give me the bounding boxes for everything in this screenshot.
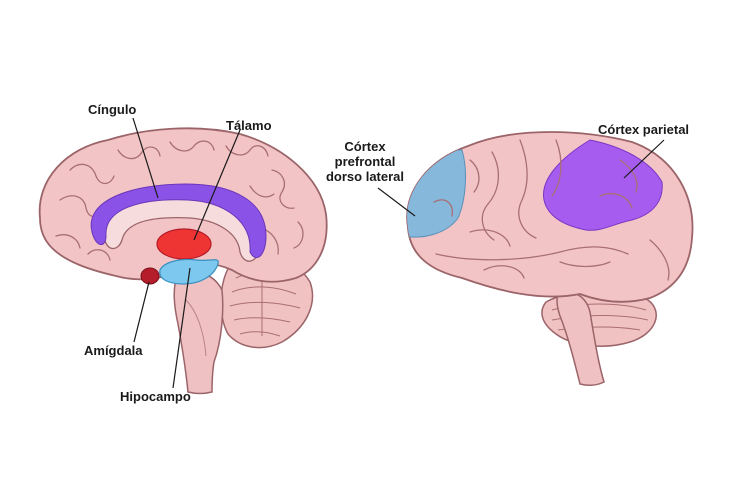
lateral-brain xyxy=(406,131,694,387)
brainstem-lateral xyxy=(556,290,605,387)
label-hipocampo: Hipocampo xyxy=(120,389,191,404)
lateral-gyri xyxy=(433,139,670,281)
leader-lines-left xyxy=(132,117,241,389)
thalamus xyxy=(156,228,212,260)
label-amigdala: Amígdala xyxy=(84,343,143,358)
leader-lines-right xyxy=(377,139,665,217)
label-cortex-prefrontal-line2: prefrontal xyxy=(334,154,396,169)
label-cortex-prefrontal-line3: dorso lateral xyxy=(325,169,405,184)
brainstem xyxy=(173,270,224,395)
label-cortex-parietal: Córtex parietal xyxy=(598,122,690,137)
label-cingulo: Cíngulo xyxy=(88,102,137,117)
label-cortex-prefrontal-line1: Córtex xyxy=(344,139,386,154)
cingulate-gyrus xyxy=(90,183,267,258)
label-cortex-prefrontal: Córtex prefrontal dorso lateral xyxy=(315,139,415,184)
amygdala xyxy=(140,267,160,285)
sagittal-brain xyxy=(38,127,328,395)
label-talamo: Tálamo xyxy=(226,118,272,133)
sagittal-gyri xyxy=(55,140,304,261)
